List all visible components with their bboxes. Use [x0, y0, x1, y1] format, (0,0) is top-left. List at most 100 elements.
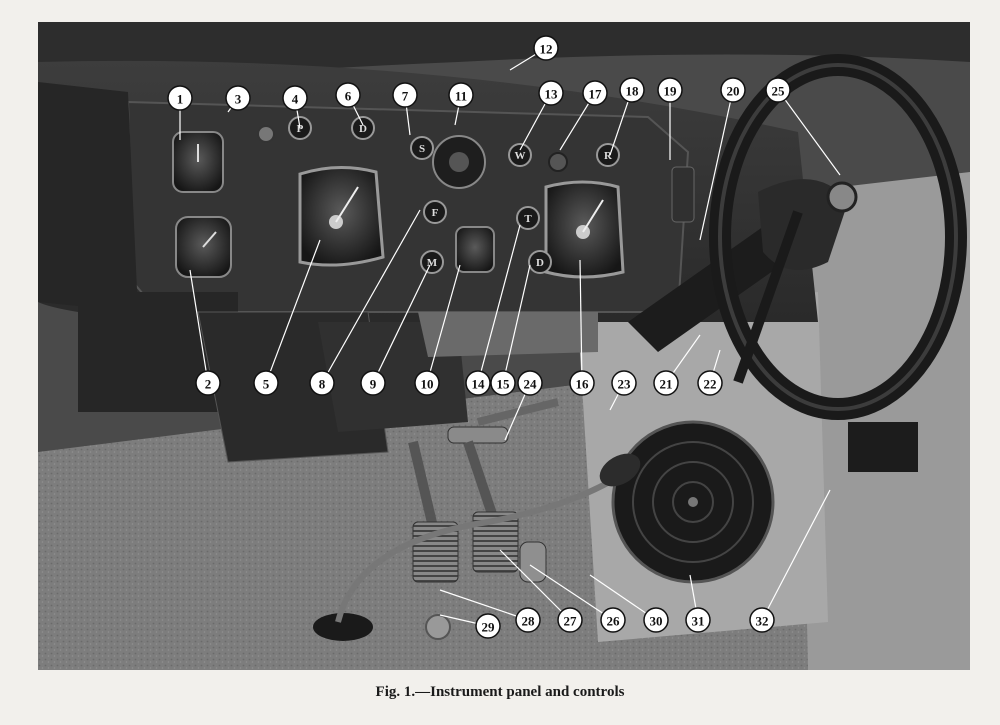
- callout-label: 23: [618, 377, 632, 392]
- callout-label: 1: [177, 92, 184, 107]
- callout-circle: [600, 607, 626, 633]
- callout-28: 28: [515, 607, 541, 633]
- callout-label: 15: [497, 377, 511, 392]
- callout-9: 9: [360, 370, 386, 396]
- warning-lamp-3: [257, 125, 275, 143]
- callout-30: 30: [643, 607, 669, 633]
- callout-circle: [720, 77, 746, 103]
- knob-letter: D: [359, 123, 367, 135]
- callout-label: 18: [626, 84, 640, 99]
- callout-label: 31: [692, 614, 705, 629]
- steering-spoke: [733, 210, 803, 384]
- callout-leader-27: [499, 549, 571, 621]
- figure-caption: Fig. 1.—Instrument panel and controls: [375, 684, 625, 700]
- speaker-grille: [611, 420, 775, 584]
- callout-leader-9: [372, 264, 431, 384]
- knob-letter: P: [297, 123, 304, 135]
- callout-12: 12: [533, 35, 559, 61]
- callout-3: 3: [225, 85, 251, 111]
- callout-circle: [392, 82, 418, 108]
- callout-circle: [569, 370, 595, 396]
- callout-circle: [619, 77, 645, 103]
- callout-label: 4: [292, 92, 299, 107]
- callout-circle: [533, 35, 559, 61]
- callout-circle: [657, 77, 683, 103]
- callout-label: 13: [545, 87, 559, 102]
- callout-26: 26: [600, 607, 626, 633]
- callout-22: 22: [697, 370, 723, 396]
- callout-label: 28: [522, 614, 536, 629]
- instrument-panel-photo: P D S F M W T D R: [38, 22, 970, 670]
- clock-gauge: [172, 131, 224, 193]
- switch-19: [671, 166, 695, 223]
- callout-circle: [557, 607, 583, 633]
- callout-label: 17: [589, 87, 603, 102]
- roof-shadow: [38, 22, 970, 92]
- callout-label: 3: [235, 92, 242, 107]
- callout-31: 31: [685, 607, 711, 633]
- callout-24: 24: [517, 370, 543, 396]
- callout-circle: [582, 80, 608, 106]
- callout-18: 18: [619, 77, 645, 103]
- callout-20: 20: [720, 77, 746, 103]
- callout-circle: [490, 370, 516, 396]
- callout-label: 11: [455, 89, 467, 104]
- callout-11: 11: [448, 82, 474, 108]
- knob-9: M: [420, 250, 444, 274]
- knob-6: D: [351, 116, 375, 140]
- knob-14: T: [516, 206, 540, 230]
- callout-label: 27: [564, 614, 578, 629]
- callout-circle: [167, 85, 193, 111]
- callout-25: 25: [765, 77, 791, 103]
- door-vent: [848, 422, 918, 472]
- callout-15: 15: [490, 370, 516, 396]
- callout-leader-15: [502, 264, 531, 384]
- callout-label: 32: [756, 614, 769, 629]
- callout-circle: [765, 77, 791, 103]
- callout-label: 25: [772, 84, 786, 99]
- callout-circle: [515, 607, 541, 633]
- callout-circle: [517, 370, 543, 396]
- callout-29: 29: [475, 613, 501, 639]
- callout-10: 10: [414, 370, 440, 396]
- knob-letter: R: [604, 150, 613, 162]
- callout-14: 14: [465, 370, 491, 396]
- callout-2: 2: [195, 370, 221, 396]
- callout-17: 17: [582, 80, 608, 106]
- callout-6: 6: [335, 82, 361, 108]
- callout-circle: [253, 370, 279, 396]
- callout-label: 19: [664, 84, 678, 99]
- callout-circle: [225, 85, 251, 111]
- callout-circle: [653, 370, 679, 396]
- door-panel: [798, 172, 970, 670]
- knob-letter: W: [515, 150, 526, 162]
- knob-7: S: [410, 136, 434, 160]
- knob-15: D: [528, 250, 552, 274]
- callout-19: 19: [657, 77, 683, 103]
- callout-circle: [538, 80, 564, 106]
- callout-13: 13: [538, 80, 564, 106]
- dip-switch-29: [425, 614, 451, 640]
- callout-7: 7: [392, 82, 418, 108]
- callout-circle: [414, 370, 440, 396]
- callout-1: 1: [167, 85, 193, 111]
- callout-circle: [465, 370, 491, 396]
- callout-4: 4: [282, 85, 308, 111]
- callout-leader-8: [321, 209, 421, 384]
- callout-leader-20: [699, 89, 734, 241]
- ignition-switch: [432, 135, 486, 189]
- knob-letter: D: [536, 257, 544, 269]
- callout-23: 23: [611, 370, 637, 396]
- steering-wheel-highlight: [718, 63, 958, 411]
- callout-label: 6: [345, 89, 352, 104]
- callout-circle: [643, 607, 669, 633]
- callout-circle: [475, 613, 501, 639]
- callout-5: 5: [253, 370, 279, 396]
- knob-letter: F: [432, 207, 439, 219]
- heater-unit: [418, 312, 598, 357]
- callout-32: 32: [749, 607, 775, 633]
- callout-circle: [697, 370, 723, 396]
- callout-circle: [360, 370, 386, 396]
- rev-counter-gauge: [544, 180, 625, 279]
